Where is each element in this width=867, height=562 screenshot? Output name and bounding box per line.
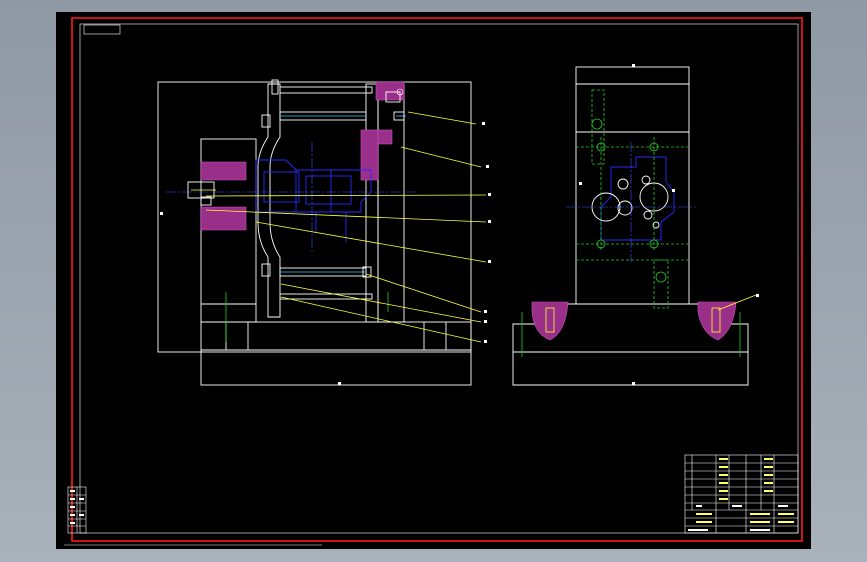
bushing-upper [200, 161, 247, 181]
green-holes [576, 89, 689, 309]
drawing-canvas [64, 17, 803, 546]
vertical-plate [257, 83, 281, 318]
side-body [512, 83, 749, 386]
sectional-view-left [157, 79, 491, 386]
drawing-border-inner [79, 23, 799, 534]
side-workpiece [600, 156, 675, 241]
cad-viewport[interactable] [56, 12, 811, 549]
drawing-border-outer [71, 17, 803, 542]
foot-right [697, 301, 737, 341]
revision-block [67, 486, 87, 534]
foot-left [531, 301, 569, 341]
outer-envelope [157, 81, 472, 353]
title-block [684, 454, 799, 534]
clamp-block-mid [360, 129, 379, 181]
base-plate [200, 321, 472, 386]
corner-label-box [83, 24, 121, 35]
bushing-lower [200, 206, 247, 231]
side-view-right [512, 64, 759, 386]
clamp-block-top [375, 81, 405, 101]
